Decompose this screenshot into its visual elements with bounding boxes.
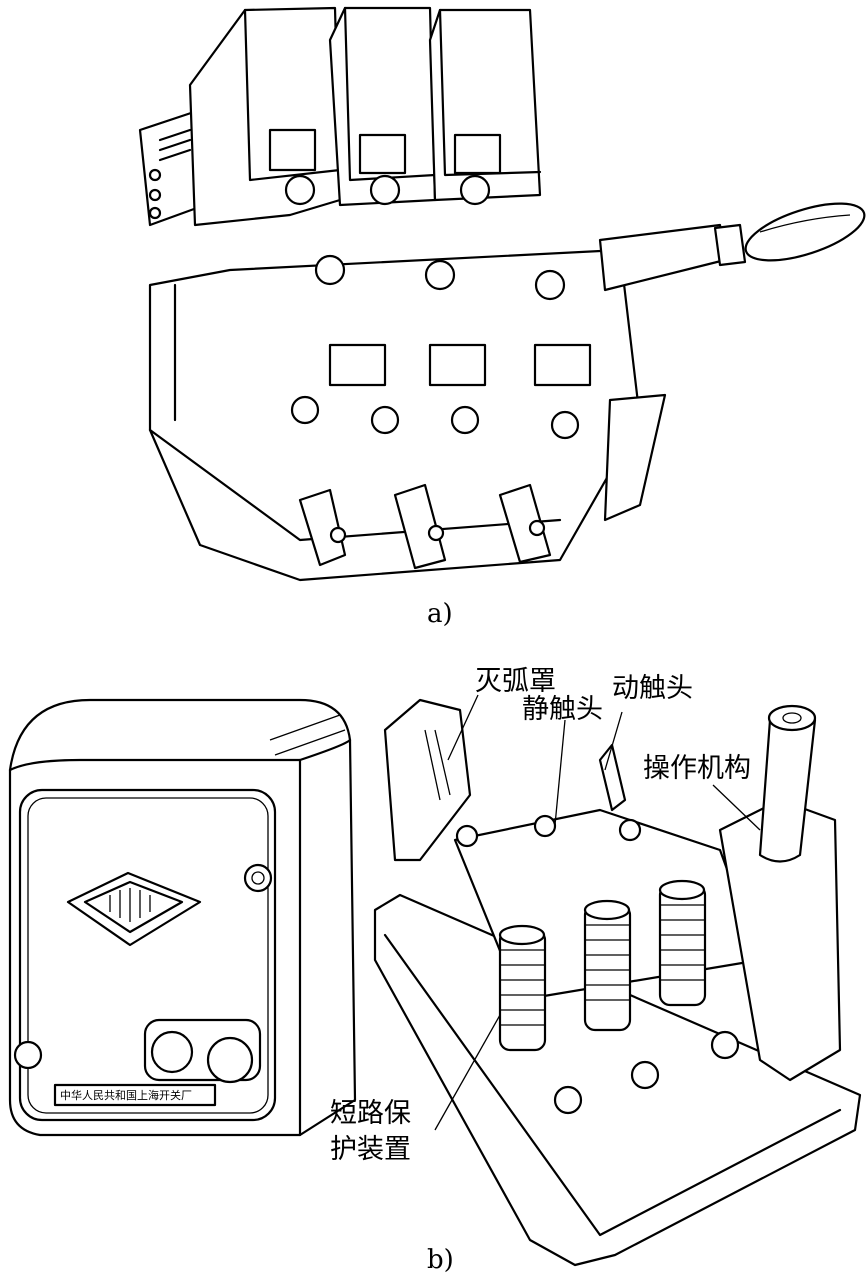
button-left	[150, 1030, 194, 1074]
label-arc-chute: 灭弧罩	[475, 666, 556, 697]
contact-mechanisms	[284, 174, 592, 440]
label-operating-mechanism: 操作机构	[643, 753, 751, 784]
switch-assembly-illustration	[138, 6, 866, 582]
pole-housing-3	[428, 8, 542, 202]
moving-contact-blade	[598, 743, 627, 812]
leader-operating-mechanism	[712, 784, 761, 831]
button-right	[206, 1036, 254, 1084]
pole-housing-1	[188, 6, 342, 227]
bottom-terminal-bars	[298, 483, 552, 570]
leader-moving-contact	[604, 711, 623, 771]
hinge-screw-icon	[243, 863, 273, 893]
caption-b: b)	[427, 1245, 454, 1275]
label-moving-contact: 动触头	[612, 673, 693, 704]
label-static-contact: 静触头	[522, 694, 603, 725]
caption-a: a)	[427, 599, 453, 629]
leader-short-circuit	[434, 1014, 501, 1131]
right-terminal-plate	[603, 393, 667, 522]
label-short-circuit-line2: 护装置	[330, 1134, 411, 1165]
nameplate	[53, 1083, 217, 1107]
pole-housing-2	[328, 6, 437, 207]
leader-arc-chute	[447, 694, 479, 761]
open-switch-illustration	[373, 694, 862, 1267]
leader-static-contact	[554, 719, 566, 826]
lock-screw-icon	[13, 1040, 43, 1070]
nameplate-text: 中华人民共和国上海开关厂	[60, 1088, 192, 1102]
diamond-logo	[66, 871, 202, 947]
arc-chute	[383, 698, 472, 862]
label-short-circuit-line1: 短路保	[330, 1098, 411, 1129]
spring-coils	[498, 879, 707, 1052]
enclosure-illustration: 中华人民共和国上海开关厂	[8, 698, 357, 1137]
operating-mechanism-part	[718, 704, 842, 1082]
operating-handle	[598, 202, 866, 292]
